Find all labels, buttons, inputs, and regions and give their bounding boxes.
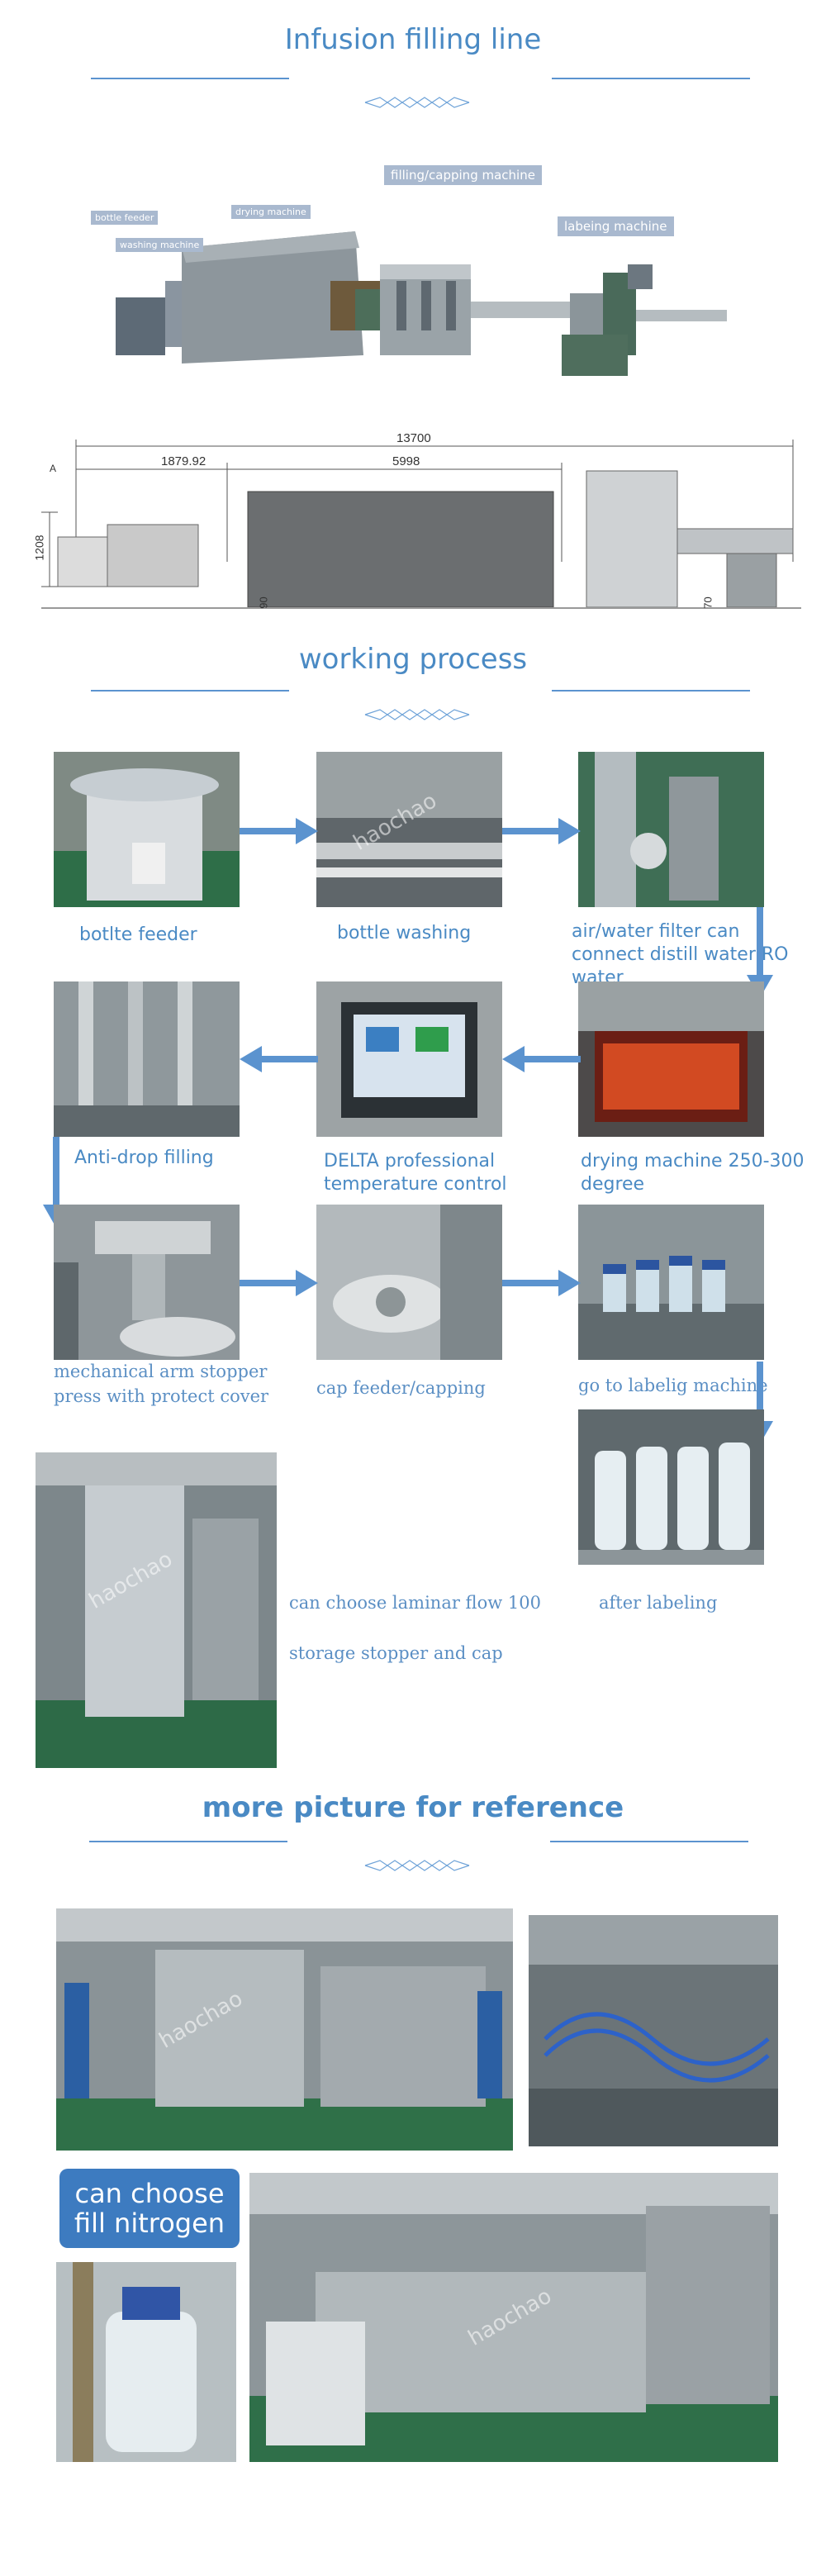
photo-cap-feeder bbox=[316, 1205, 502, 1360]
dim-total: 13700 bbox=[396, 431, 431, 445]
dim-left-span: 1879.92 bbox=[161, 454, 206, 468]
photo-nitrogen-bottle bbox=[56, 2262, 236, 2462]
caption-bottle-washing: bottle washing bbox=[337, 923, 472, 943]
caption-cap-feeder: cap feeder/capping bbox=[316, 1378, 486, 1398]
arrow-right-icon bbox=[240, 818, 318, 844]
ornament-icon bbox=[364, 97, 470, 108]
arrow-left-icon bbox=[240, 1046, 318, 1072]
more-rule-right bbox=[550, 1841, 748, 1842]
caption-anti-drop-filling: Anti-drop filling bbox=[74, 1148, 214, 1168]
caption-after-labeling: after labeling bbox=[599, 1593, 718, 1613]
label-filling-capping: filling/capping machine bbox=[384, 165, 542, 185]
caption-go-to-labeling: go to labelig machine bbox=[578, 1376, 768, 1395]
label-labeling: labeing machine bbox=[558, 216, 674, 236]
dim-base-b: 70 bbox=[701, 596, 714, 609]
line-title: Infusion filling line bbox=[284, 23, 542, 56]
dim-mark-a: A bbox=[50, 463, 57, 474]
label-washing-machine: washing machine bbox=[116, 238, 204, 252]
process-rule-left bbox=[91, 690, 289, 692]
photo-go-to-labeling bbox=[578, 1205, 764, 1360]
line-machine-photo bbox=[83, 157, 743, 421]
photo-bottle-washing: haochao bbox=[316, 752, 502, 907]
arrow-right-icon bbox=[240, 1270, 318, 1296]
label-drying-machine: drying machine bbox=[231, 205, 311, 219]
caption-delta-control: DELTA professional temperature control bbox=[324, 1151, 507, 1195]
nitrogen-badge: can choose fill nitrogen bbox=[59, 2169, 240, 2248]
arrow-right-icon bbox=[502, 818, 581, 844]
photo-delta-control bbox=[316, 981, 502, 1137]
caption-bottle-feeder: botlte feeder bbox=[79, 924, 197, 945]
photo-production-floor: haochao bbox=[249, 2173, 778, 2462]
caption-stopper-press: mechanical arm stopper press with protec… bbox=[54, 1362, 269, 1406]
dim-dryer-span: 5998 bbox=[392, 454, 420, 468]
photo-stopper-press bbox=[54, 1205, 240, 1360]
photo-factory-workers: haochao bbox=[56, 1908, 513, 2151]
technical-drawing bbox=[25, 430, 809, 620]
title-rule-right bbox=[552, 78, 750, 79]
caption-laminar-flow: can choose laminar flow 100 bbox=[289, 1593, 541, 1613]
dim-base-a: 90 bbox=[257, 596, 270, 609]
ornament-icon bbox=[364, 709, 470, 720]
caption-air-water-filter: air/water filter can connect distill wat… bbox=[572, 921, 789, 988]
arrow-right-icon bbox=[502, 1270, 581, 1296]
more-rule-left bbox=[89, 1841, 287, 1842]
caption-storage-stopper: storage stopper and cap bbox=[289, 1643, 503, 1663]
process-title: working process bbox=[298, 643, 528, 676]
photo-laminar-flow: haochao bbox=[36, 1452, 277, 1768]
photo-drying-machine bbox=[578, 981, 764, 1137]
process-rule-right bbox=[552, 690, 750, 692]
photo-filling-nozzles bbox=[529, 1915, 778, 2146]
caption-drying-machine: drying machine 250-300 degree bbox=[581, 1151, 805, 1195]
ornament-icon bbox=[364, 1860, 470, 1871]
photo-air-water-filter bbox=[578, 752, 764, 907]
dim-height: 1208 bbox=[32, 535, 46, 561]
photo-anti-drop-filling bbox=[54, 981, 240, 1137]
photo-after-labeling bbox=[578, 1409, 764, 1565]
title-rule-left bbox=[91, 78, 289, 79]
arrow-left-icon bbox=[502, 1046, 581, 1072]
photo-bottle-feeder bbox=[54, 752, 240, 907]
label-bottle-feeder: bottle feeder bbox=[91, 211, 159, 225]
more-title: more picture for reference bbox=[202, 1791, 624, 1824]
